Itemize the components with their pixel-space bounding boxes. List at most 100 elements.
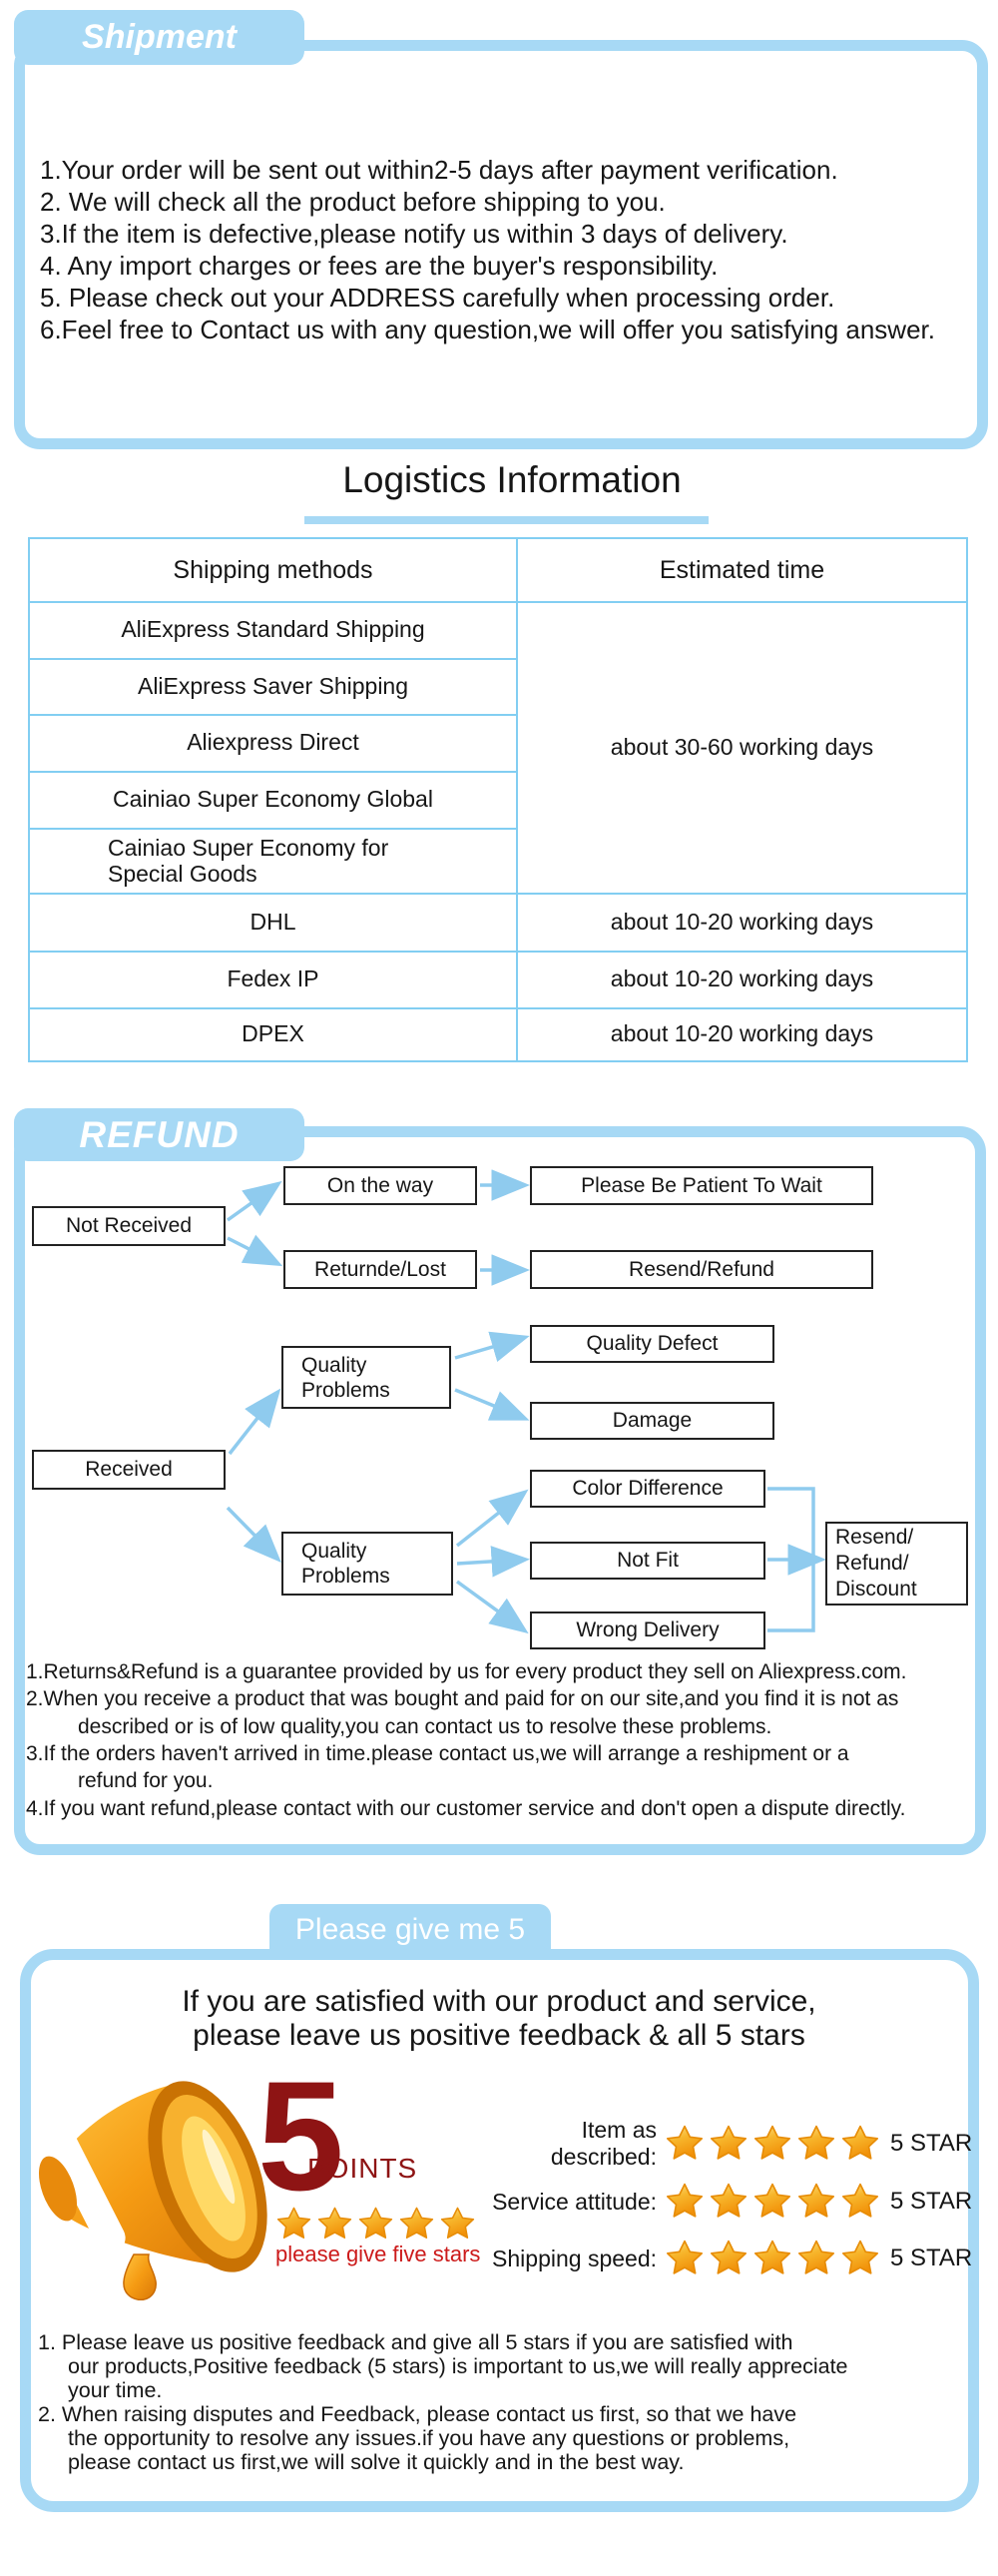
rating-stars [665,2239,880,2278]
feedback-note: our products,Positive feedback (5 stars)… [68,2354,848,2378]
shipment-item: 2. We will check all the product before … [40,187,666,217]
shipment-item: 5. Please check out your ADDRESS careful… [40,283,835,313]
please-give-five-stars-label: please give five stars [275,2242,481,2266]
flow-box-color-difference: Color Difference [530,1470,765,1508]
logistics-table: Shipping methods Estimated time AliExpre… [28,537,968,1062]
star-icon [709,2182,748,2222]
flow-box-line: Quality [301,1353,367,1377]
refund-note: described or is of low quality,you can c… [78,1715,772,1738]
flow-box-line: Resend/ [835,1526,914,1549]
feedback-tab-label: Please give me 5 stars [294,1913,526,1998]
rating-row-shipping-speed: Shipping speed: 5 STAR [479,2238,988,2279]
big-five-number: 5 [257,2050,344,2224]
table-line [30,828,518,830]
rating-value: 5 STAR [890,2130,973,2157]
table-line [30,771,518,773]
star-icon [840,2182,880,2222]
refund-tab: REFUND [14,1108,304,1161]
flow-box-returned-lost: Returnde/Lost [283,1250,477,1289]
feedback-heading-line1: If you are satisfied with our product an… [182,1985,816,2018]
star-icon [665,2124,705,2164]
table-row-method: AliExpress Saver Shipping [137,672,409,699]
shipment-item: 6.Feel free to Contact us with any quest… [40,315,935,344]
rating-label: Item as described: [550,2117,657,2170]
star-icon [840,2124,880,2164]
flow-box-resend-refund-discount: Resend/ Refund/ Discount [825,1522,968,1606]
flow-box-line: Refund/ [835,1552,909,1575]
rating-row-item-described: Item as described: 5 STAR [479,2117,988,2170]
rating-stars [665,2124,880,2164]
shipment-item: 4. Any import charges or fees are the bu… [40,251,719,281]
star-icon [439,2206,476,2243]
table-line [30,714,518,716]
rating-value: 5 STAR [890,2245,973,2271]
table-column-divider [516,539,518,1060]
rating-stars [665,2182,880,2222]
logistics-title: Logistics Information [342,459,682,500]
flow-box-quality-defect: Quality Defect [530,1325,774,1363]
feedback-note: 1. Please leave us positive feedback and… [38,2330,793,2354]
refund-note: 3.If the orders haven't arrived in time.… [26,1742,849,1765]
table-line [30,951,966,953]
star-icon [752,2182,792,2222]
shipment-item: 3.If the item is defective,please notify… [40,219,788,249]
rating-value: 5 STAR [890,2188,973,2215]
flow-box-on-the-way: On the way [283,1166,477,1205]
table-row-method: Aliexpress Direct [187,729,359,755]
flow-box-line: Problems [301,1378,390,1402]
star-icon [665,2182,705,2222]
feedback-tab: Please give me 5 stars [269,1904,551,1998]
star-icon [796,2182,836,2222]
star-icon [398,2206,435,2243]
table-row-method: Fedex IP [227,966,319,991]
star-icon [275,2206,312,2243]
table-row-method: DPEX [242,1020,304,1046]
points-label: POINTS [307,2153,418,2184]
flow-box-quality-problems-2: Quality Problems [281,1532,453,1596]
table-row-method: Cainiao Super Economy Global [113,786,433,812]
star-icon [840,2239,880,2278]
table-cell-time: about 10-20 working days [610,966,874,991]
star-icon [357,2206,394,2243]
refund-tab-label: REFUND [79,1114,240,1155]
flow-box-wrong-delivery: Wrong Delivery [530,1611,765,1649]
table-row-method: DHL [250,908,296,935]
star-icon [752,2124,792,2164]
table-row-method: Cainiao Super Economy for Special Goods [108,834,389,887]
shipment-tab: Shipment [14,10,304,65]
refund-note: 4.If you want refund,please contact with… [26,1797,906,1820]
table-cell-group-time: about 30-60 working days [610,733,874,760]
table-line [30,658,518,660]
feedback-note: the opportunity to resolve any issues.if… [68,2426,790,2450]
megaphone-icon [38,2081,267,2300]
five-stars-row [275,2206,476,2243]
flow-box-line: Problems [301,1565,390,1588]
flow-box-damage: Damage [530,1402,774,1440]
rating-row-service-attitude: Service attitude: 5 STAR [479,2181,988,2223]
star-icon [752,2239,792,2278]
star-icon [709,2239,748,2278]
flow-box-line: Discount [835,1578,917,1601]
table-line [30,893,966,895]
flow-box-not-received: Not Received [32,1206,226,1246]
refund-note: 2.When you receive a product that was bo… [26,1687,899,1710]
table-line [30,601,966,603]
star-icon [316,2206,353,2243]
rating-label: Shipping speed: [492,2245,657,2271]
feedback-note: please contact us first,we will solve it… [68,2450,685,2474]
shipment-item: 1.Your order will be sent out within2-5 … [40,155,838,185]
refund-note: 1.Returns&Refund is a guarantee provided… [26,1660,907,1683]
refund-note: refund for you. [78,1769,214,1792]
flow-box-received: Received [32,1450,226,1490]
star-icon [796,2124,836,2164]
table-line [30,1007,966,1009]
flow-box-resend-refund: Resend/Refund [530,1250,873,1289]
star-icon [665,2239,705,2278]
feedback-note: 2. When raising disputes and Feedback, p… [38,2402,797,2426]
rating-label: Service attitude: [492,2188,657,2215]
shipment-panel [14,40,988,449]
shipment-tab-label: Shipment [82,18,237,56]
table-cell-time: about 10-20 working days [610,1020,874,1046]
col-header-estimated-time: Estimated time [659,555,825,584]
